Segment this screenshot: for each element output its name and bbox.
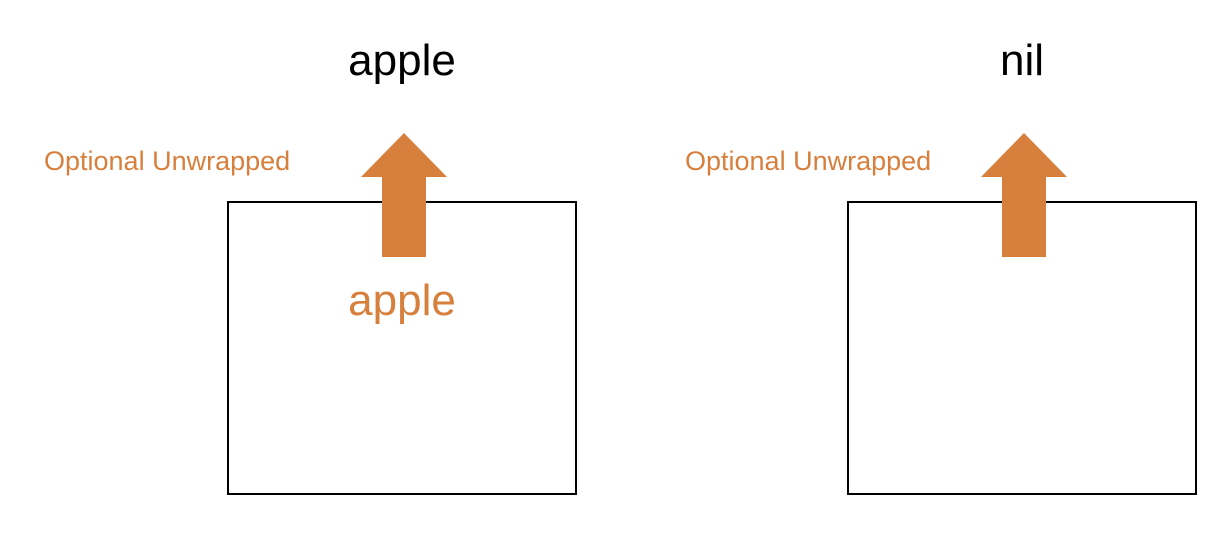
unwrap-label: Optional Unwrapped: [685, 146, 932, 176]
optional-content: apple: [348, 276, 456, 325]
up-arrow-icon: [981, 133, 1067, 257]
unwrap-panel-nil: nil Optional Unwrapped: [615, 0, 1230, 536]
unwrapped-result: nil: [999, 36, 1045, 85]
up-arrow-shape: [981, 133, 1067, 257]
unwrap-label: Optional Unwrapped: [44, 146, 291, 176]
unwrapped-result: apple: [348, 36, 456, 85]
unwrap-panel-value: apple Optional Unwrapped apple: [44, 36, 577, 495]
up-arrow-shape: [361, 133, 447, 257]
up-arrow-icon: [361, 133, 447, 257]
